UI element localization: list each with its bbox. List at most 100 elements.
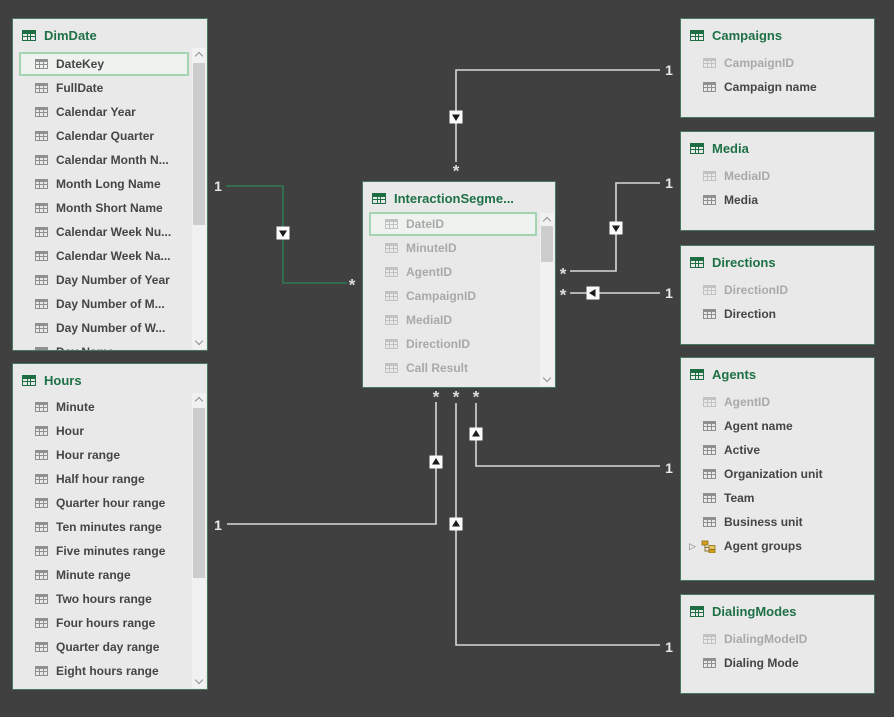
field-row[interactable]: AgentID (363, 260, 555, 284)
field-row[interactable]: Agent name (681, 414, 874, 438)
field-label: CampaignID (724, 56, 795, 70)
scrollbar-thumb[interactable] (541, 226, 553, 262)
field-row[interactable]: Minute range (13, 563, 207, 587)
field-row[interactable]: Media (681, 188, 874, 212)
field-row[interactable]: Business unit (681, 510, 874, 534)
field-row[interactable]: FullDate (13, 76, 207, 100)
field-row[interactable]: Ten minutes range (13, 515, 207, 539)
scroll-down-icon[interactable] (542, 373, 552, 383)
field-row[interactable]: Calendar Year (13, 100, 207, 124)
field-icon (35, 450, 48, 460)
field-row[interactable]: Month Short Name (13, 196, 207, 220)
field-row[interactable]: Half hour range (13, 467, 207, 491)
field-icon (35, 546, 48, 556)
field-row[interactable]: Day Name... (13, 340, 207, 350)
scroll-up-icon[interactable] (194, 51, 204, 61)
field-row[interactable]: Five minutes range (13, 539, 207, 563)
cross-filter-arrow-icon (609, 221, 623, 235)
field-row[interactable]: DateID (369, 212, 537, 236)
field-row[interactable]: Calendar Week Na... (13, 244, 207, 268)
field-row[interactable]: MediaID (363, 308, 555, 332)
table-header[interactable]: Directions (681, 246, 874, 274)
field-row[interactable]: AgentID (681, 390, 874, 414)
field-icon (35, 402, 48, 412)
scroll-up-icon[interactable] (194, 396, 204, 406)
cross-filter-arrow-icon (586, 286, 600, 300)
cardinality-many-label: * (559, 285, 567, 305)
field-label: Day Name... (56, 345, 124, 350)
field-row[interactable]: Day Number of Year (13, 268, 207, 292)
table-panel-directions[interactable]: Directions DirectionID Direction (680, 245, 875, 345)
field-icon (35, 179, 48, 189)
field-row[interactable]: Two hours range (13, 587, 207, 611)
table-header[interactable]: Hours (13, 364, 207, 392)
field-row[interactable]: Four hours range (13, 611, 207, 635)
table-panel-hours[interactable]: Hours Minute Hour Hour range Half hour r… (12, 363, 208, 690)
scrollbar[interactable] (192, 393, 206, 688)
field-label: Agent groups (723, 539, 802, 553)
field-row[interactable]: Day Number of M... (13, 292, 207, 316)
field-row[interactable]: Calendar Quarter (13, 124, 207, 148)
table-header[interactable]: DimDate (13, 19, 207, 47)
table-panel-agents[interactable]: Agents AgentID Agent name Active Organiz… (680, 357, 875, 581)
scrollbar-thumb[interactable] (193, 63, 205, 225)
field-row[interactable]: CampaignID (363, 284, 555, 308)
field-icon (35, 107, 48, 117)
field-row-hierarchy[interactable]: ▷ Agent groups (681, 534, 874, 558)
field-row[interactable]: Hour (13, 419, 207, 443)
table-header[interactable]: Media (681, 132, 874, 160)
table-panel-dimdate[interactable]: DimDate DateKey FullDate Calendar Year C… (12, 18, 208, 351)
table-header[interactable]: DialingModes (681, 595, 874, 623)
field-row[interactable]: Team (681, 486, 874, 510)
cross-filter-arrow-icon (276, 226, 290, 240)
scroll-down-icon[interactable] (194, 675, 204, 685)
field-row[interactable]: Quarter day range (13, 635, 207, 659)
field-row[interactable]: Active (681, 438, 874, 462)
scrollbar-thumb[interactable] (193, 408, 205, 578)
field-row[interactable]: Direction (681, 302, 874, 326)
table-panel-interactionsegments[interactable]: InteractionSegme... DateID MinuteID Agen… (362, 181, 556, 388)
cardinality-many-label: * (432, 387, 440, 407)
scroll-up-icon[interactable] (542, 216, 552, 226)
relationship-line-hours[interactable] (227, 402, 437, 525)
table-panel-media[interactable]: Media MediaID Media (680, 131, 875, 231)
cardinality-one-label: 1 (665, 460, 673, 476)
field-row[interactable]: Quarter hour range (13, 491, 207, 515)
relationship-line-dialingmodes[interactable] (455, 403, 660, 646)
field-row[interactable]: Calendar Month N... (13, 148, 207, 172)
field-row[interactable]: Eight hours range (13, 659, 207, 683)
scrollbar[interactable] (540, 213, 554, 386)
field-row[interactable]: Day Number of W... (13, 316, 207, 340)
field-row[interactable]: Organization unit (681, 462, 874, 486)
field-label: Active (724, 443, 761, 457)
field-label: Half hour range (56, 472, 145, 486)
field-icon (703, 82, 716, 92)
field-label: Five minutes range (56, 544, 166, 558)
field-row[interactable]: DirectionID (681, 278, 874, 302)
field-row[interactable]: Calendar Week Nu... (13, 220, 207, 244)
field-row[interactable]: Call Result (363, 356, 555, 380)
scroll-down-icon[interactable] (194, 336, 204, 346)
field-row[interactable]: DateKey (19, 52, 189, 76)
field-row[interactable]: MediaID (681, 164, 874, 188)
table-header[interactable]: Campaigns (681, 19, 874, 47)
table-header[interactable]: Agents (681, 358, 874, 386)
field-row[interactable]: DialingModeID (681, 627, 874, 651)
table-icon (690, 256, 704, 268)
scrollbar[interactable] (192, 48, 206, 349)
field-row[interactable]: Hour range (13, 443, 207, 467)
field-row[interactable]: CampaignID (681, 51, 874, 75)
field-row[interactable]: MinuteID (363, 236, 555, 260)
table-header[interactable]: InteractionSegme... (363, 182, 555, 210)
field-row[interactable]: Campaign name (681, 75, 874, 99)
field-row[interactable]: Minute (13, 395, 207, 419)
field-row[interactable]: DirectionID (363, 332, 555, 356)
field-row[interactable]: Dialing Mode (681, 651, 874, 675)
expand-chevron-icon[interactable]: ▷ (689, 540, 696, 551)
table-panel-dialingmodes[interactable]: DialingModes DialingModeID Dialing Mode (680, 594, 875, 694)
field-row[interactable]: Month Long Name (13, 172, 207, 196)
relationship-line-campaigns[interactable] (455, 69, 660, 162)
table-panel-campaigns[interactable]: Campaigns CampaignID Campaign name (680, 18, 875, 118)
relationship-line-agents[interactable] (475, 403, 660, 467)
